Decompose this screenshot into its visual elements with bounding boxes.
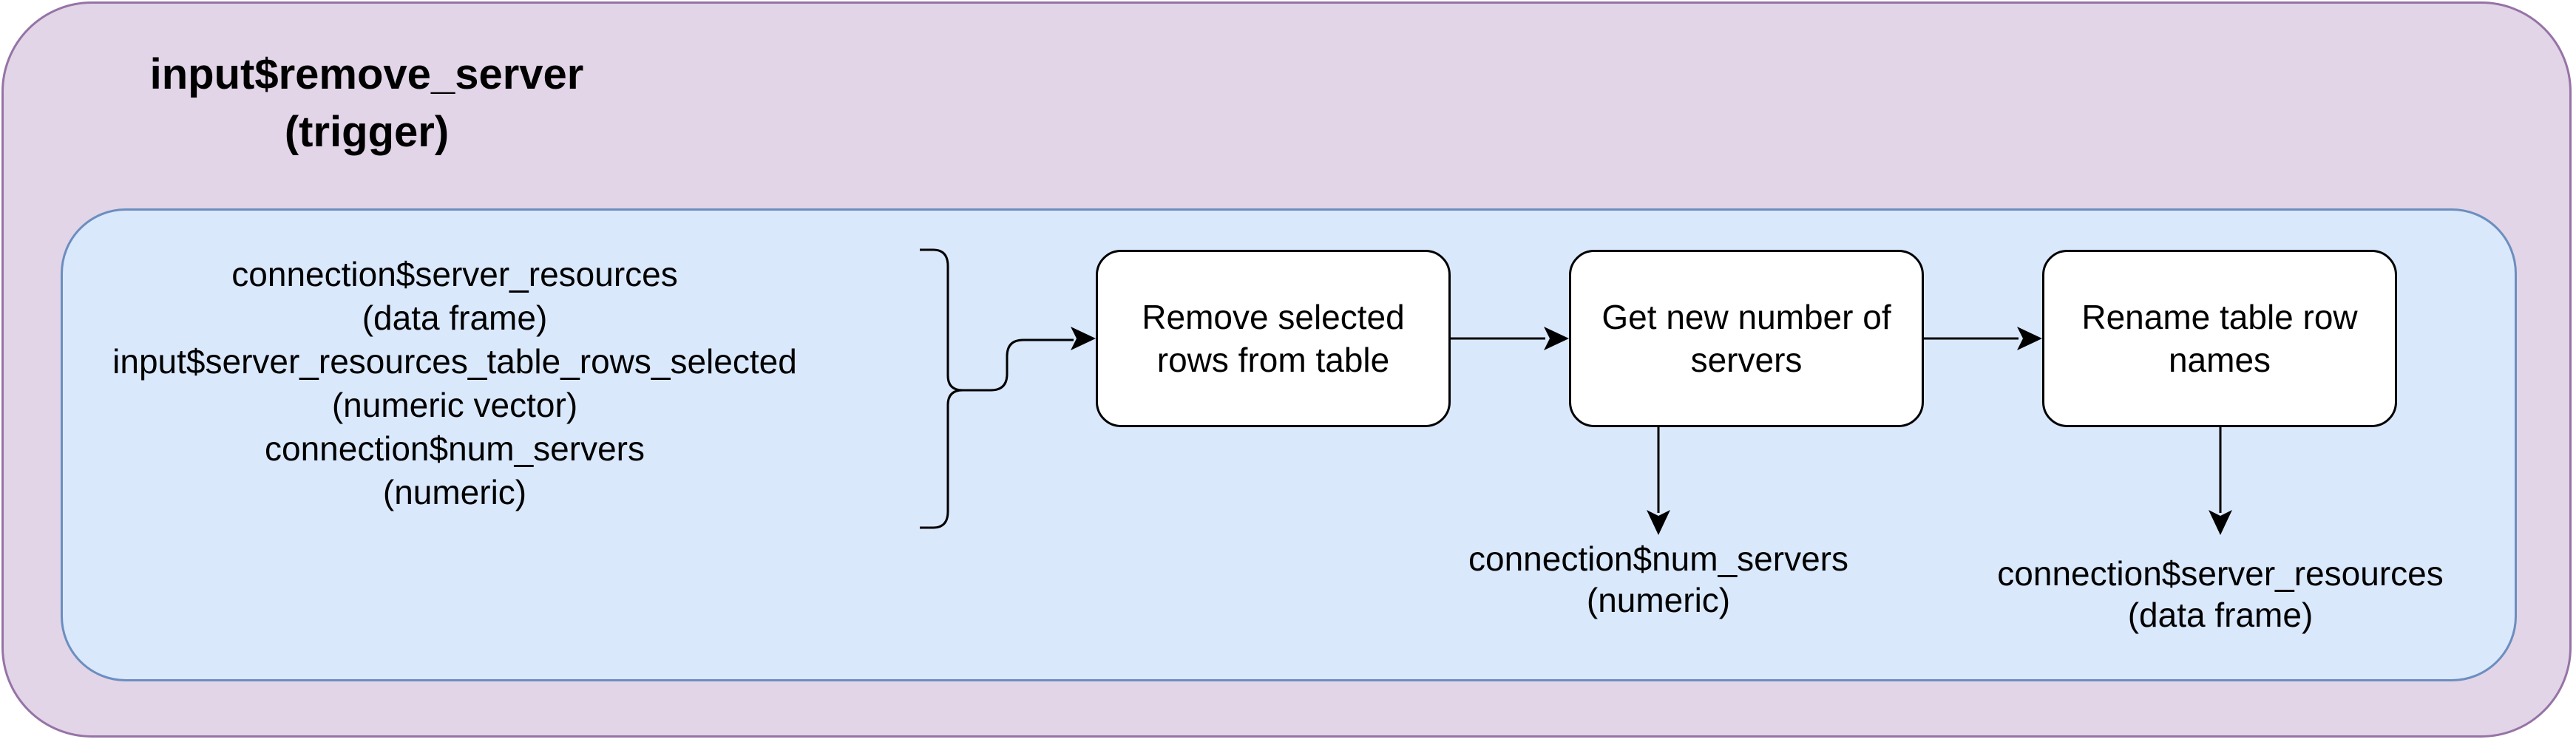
brace-to-step-arrow xyxy=(963,338,1074,392)
input-type: (numeric vector) xyxy=(331,386,578,424)
arrowhead xyxy=(1071,327,1096,350)
arrowhead xyxy=(1544,327,1569,350)
step-get-server-count: Get new number of servers xyxy=(1569,250,1924,427)
step-rename-rows: Rename table row names xyxy=(2042,250,2397,427)
step-label: servers xyxy=(1690,341,1803,379)
step-label: rows from table xyxy=(1156,341,1390,379)
output-num-servers: connection$num_servers (numeric) xyxy=(1437,538,1880,621)
trigger-title: input$remove_server (trigger) xyxy=(71,46,662,161)
output-label: connection$server_resources xyxy=(1997,554,2444,593)
input-type: (numeric) xyxy=(382,473,527,511)
input-type: (data frame) xyxy=(362,299,548,337)
trigger-name: input$remove_server xyxy=(149,50,584,98)
input-group-brace xyxy=(920,248,963,529)
trigger-kind: (trigger) xyxy=(284,108,450,156)
step-label: Remove selected xyxy=(1142,298,1405,336)
step-label: names xyxy=(2168,341,2271,379)
arrowhead xyxy=(2209,510,2232,535)
step-label: Get new number of xyxy=(1601,298,1891,336)
output-type: (numeric) xyxy=(1586,581,1731,619)
arrowhead xyxy=(1647,510,1670,535)
input-label: connection$server_resources xyxy=(231,255,678,293)
input-label: connection$num_servers xyxy=(265,429,645,468)
input-list: connection$server_resources (data frame)… xyxy=(59,253,850,514)
arrowhead xyxy=(2017,327,2042,350)
step-label: Rename table row xyxy=(2081,298,2358,336)
output-server-resources: connection$server_resources (data frame) xyxy=(1962,553,2479,636)
input-label: input$server_resources_table_rows_select… xyxy=(112,342,797,381)
output-label: connection$num_servers xyxy=(1468,540,1848,578)
step-remove-rows: Remove selected rows from table xyxy=(1096,250,1451,427)
output-type: (data frame) xyxy=(2127,596,2314,634)
